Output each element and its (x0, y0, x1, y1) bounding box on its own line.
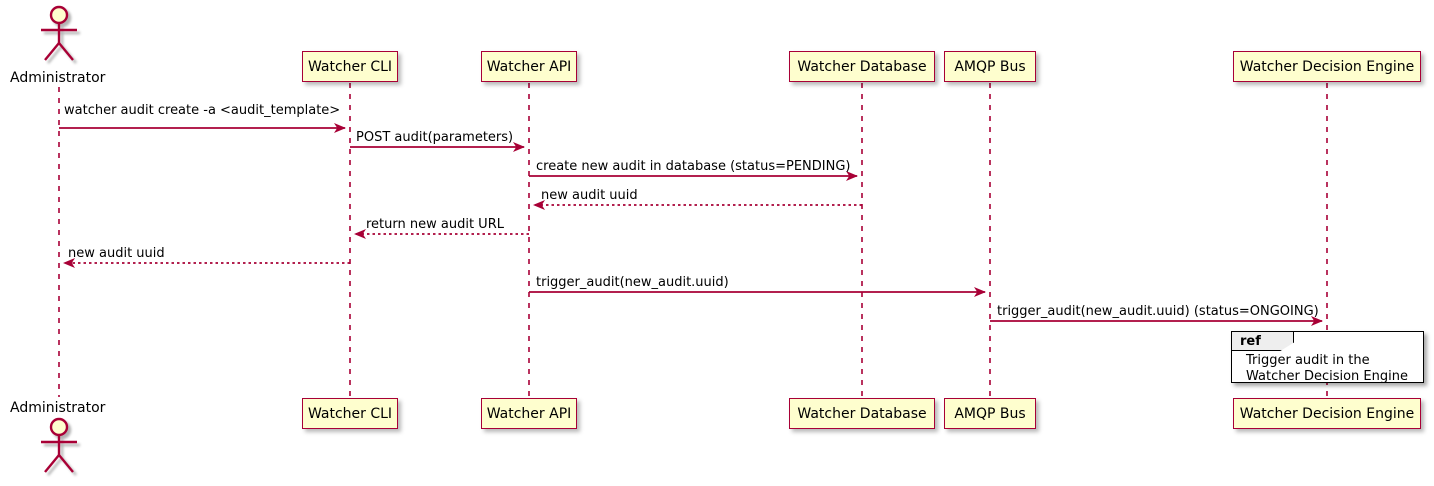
participant-label: Watcher Database (797, 405, 927, 422)
participant-label: Watcher Decision Engine (1239, 405, 1415, 422)
participant-box-watcher-cli-top[interactable]: Watcher CLI (302, 51, 398, 82)
participant-box-watcher-decision-engine-top[interactable]: Watcher Decision Engine (1233, 51, 1421, 82)
participant-label: Watcher CLI (307, 405, 393, 422)
message-label-8: trigger_audit(new_audit.uuid) (status=ON… (997, 304, 1319, 319)
message-label-7: trigger_audit(new_audit.uuid) (536, 275, 729, 290)
participant-box-watcher-cli-bottom[interactable]: Watcher CLI (302, 398, 398, 429)
ref-fragment-body: Trigger audit in the Watcher Decision En… (1246, 353, 1408, 385)
ref-fragment-tab: ref (1232, 332, 1294, 351)
participant-label: Watcher API (486, 58, 572, 75)
message-arrows (59, 123, 1323, 326)
participant-box-watcher-database-top[interactable]: Watcher Database (789, 51, 935, 82)
participant-label: Watcher Database (797, 58, 927, 75)
lifelines (58, 83, 1328, 398)
actor-label-administrator-bottom: Administrator (10, 400, 106, 416)
ref-fragment: ref Trigger audit in the Watcher Decisio… (1231, 331, 1424, 385)
participant-label: Watcher Decision Engine (1239, 58, 1415, 75)
participant-label: AMQP Bus (954, 405, 1026, 422)
actor-administrator-bottom-icon (41, 417, 77, 473)
participant-box-watcher-database-bottom[interactable]: Watcher Database (789, 398, 935, 429)
message-label-3: create new audit in database (status=PEN… (536, 159, 851, 174)
participant-label: Watcher CLI (307, 58, 393, 75)
participant-box-amqp-bus-top[interactable]: AMQP Bus (944, 51, 1036, 82)
participant-label: AMQP Bus (954, 58, 1026, 75)
participant-box-watcher-api-top[interactable]: Watcher API (481, 51, 577, 82)
participant-box-amqp-bus-bottom[interactable]: AMQP Bus (944, 398, 1036, 429)
message-label-5: return new audit URL (366, 217, 504, 232)
actor-label-administrator-top: Administrator (10, 70, 106, 86)
ref-fragment-line-1: Trigger audit in the (1246, 353, 1370, 368)
participant-box-watcher-api-bottom[interactable]: Watcher API (481, 398, 577, 429)
ref-fragment-line-2: Watcher Decision Engine (1246, 369, 1408, 384)
message-label-6: new audit uuid (68, 246, 165, 261)
participant-label: Watcher API (486, 405, 572, 422)
message-label-1: watcher audit create -a <audit_template> (64, 103, 341, 118)
actor-administrator-top-icon (41, 5, 77, 61)
participant-box-watcher-decision-engine-bottom[interactable]: Watcher Decision Engine (1233, 398, 1421, 429)
message-label-4: new audit uuid (541, 188, 638, 203)
message-label-2: POST audit(parameters) (356, 130, 514, 145)
